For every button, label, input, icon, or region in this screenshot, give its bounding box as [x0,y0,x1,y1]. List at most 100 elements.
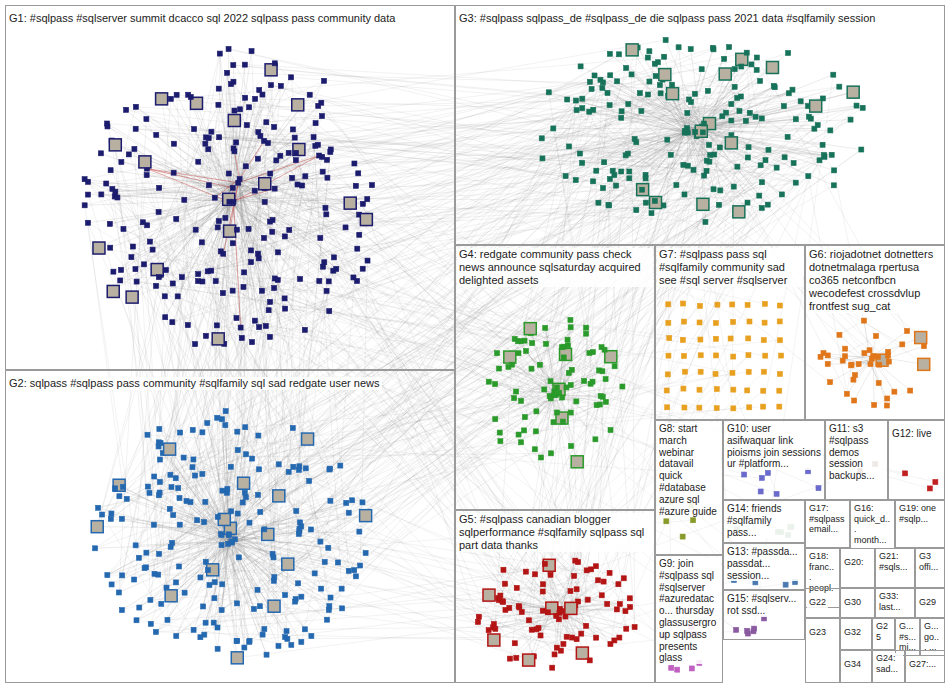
network-vertex [199,240,204,245]
network-vertex [353,183,358,188]
network-vertex [156,93,168,105]
network-link [302,48,713,186]
network-vertex [220,291,225,296]
network-link [342,565,549,608]
network-link [218,105,518,353]
network-link [139,558,519,606]
network-vertex [286,150,291,155]
network-vertex [573,98,578,103]
network-link [233,65,750,113]
network-link [515,80,601,339]
network-vertex [257,325,262,330]
network-link [575,74,725,561]
network-vertex [360,266,365,271]
network-vertex [231,63,236,68]
network-link [557,373,732,413]
network-vertex [174,216,179,221]
network-link [296,155,625,511]
network-link [160,174,271,493]
network-vertex [282,296,287,301]
network-vertex [249,49,254,54]
network-link [541,439,595,457]
network-vertex [249,260,254,265]
network-vertex [154,132,159,137]
network-vertex [293,158,298,163]
network-vertex [99,192,104,197]
network-vertex [228,114,240,126]
network-vertex [196,159,201,164]
network-vertex [98,151,103,156]
network-vertex [133,104,138,109]
network-vertex [369,183,374,188]
network-vertex [170,320,175,325]
network-vertex [272,186,277,191]
network-link [121,107,136,162]
network-vertex [311,135,316,140]
network-link [216,281,701,339]
network-link [500,352,593,595]
network-link [768,176,809,204]
network-link [107,111,621,575]
network-link [146,131,701,567]
network-vertex [324,212,329,217]
network-link [879,365,894,392]
network-vertex [256,251,261,256]
network-vertex [290,175,295,180]
network-vertex [266,308,271,313]
network-vertex [324,288,329,293]
network-link [202,242,274,557]
network-vertex [278,153,283,158]
network-link [234,151,619,637]
network-vertex [243,95,248,100]
network-vertex [272,276,277,281]
network-vertex [171,170,176,175]
network-vertex [237,177,242,182]
network-vertex [230,185,235,190]
network-vertex [216,86,221,91]
network-vertex [365,258,370,263]
network-vertex [151,264,163,276]
network-vertex [204,135,209,140]
network-vertex [170,281,175,286]
network-link [134,149,158,575]
network-vertex [264,120,269,125]
network-vertex [111,269,116,274]
network-vertex [107,285,119,297]
network-link [638,48,851,366]
network-link [299,534,331,598]
network-link [299,94,672,467]
network-vertex [546,90,551,95]
network-link [828,336,876,364]
network-link [763,176,808,406]
network-vertex [174,92,179,97]
network-link [122,541,232,610]
network-link [228,75,594,543]
network-link [314,137,342,588]
network-link [156,632,494,640]
network-vertex [327,309,332,314]
network-link [171,371,602,596]
network-vertex [352,161,357,166]
network-vertex [860,105,865,110]
network-vertex [230,241,235,246]
network-link [122,596,171,610]
network-vertex [324,157,329,162]
network-vertex [224,225,236,237]
network-vertex [295,182,300,187]
network-vertex [360,201,365,206]
network-link [325,49,713,207]
network-vertex [616,52,621,57]
network-link [565,617,566,637]
network-vertex [121,226,126,231]
network-vertex [275,250,280,255]
network-link [572,86,774,370]
network-vertex [252,188,257,193]
network-link [600,47,679,404]
network-vertex [150,247,155,252]
network-vertex [317,278,322,283]
network-link [135,269,150,600]
network-link [568,64,655,346]
network-link [870,364,887,398]
network-vertex [318,235,323,240]
